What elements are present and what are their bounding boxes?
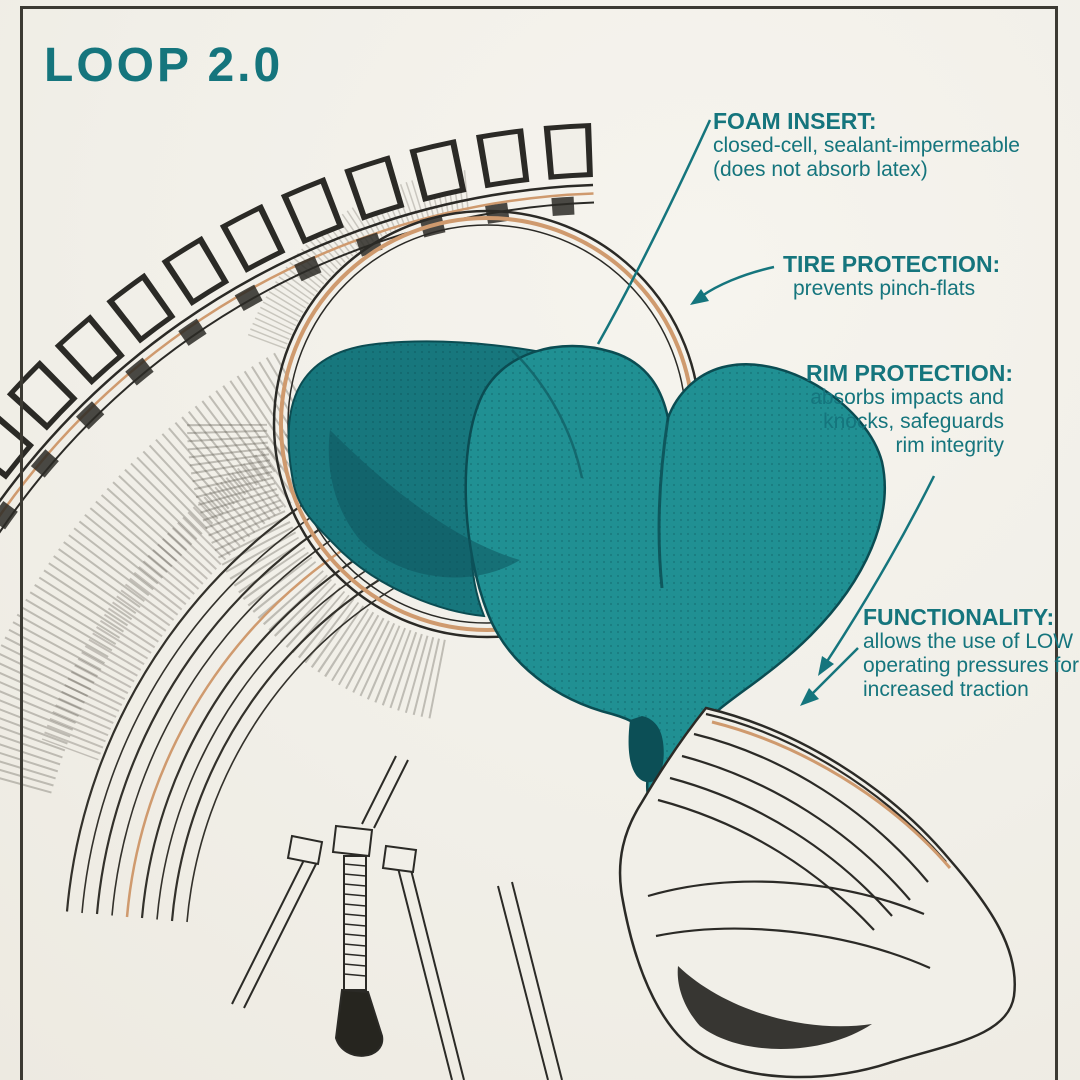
insert-shading xyxy=(328,430,520,578)
annotation-functionality-line: increased traction xyxy=(863,678,1029,701)
annotation-rim-protection: RIM PROTECTION: absorbs impacts and knoc… xyxy=(806,360,1013,458)
annotation-rim-protection-line: knocks, safeguards xyxy=(823,410,1004,433)
rim-protection-leader-line xyxy=(822,475,936,667)
annotation-tire-protection-line: prevents pinch-flats xyxy=(793,277,976,300)
annotation-foam-insert-line: closed-cell, sealant-impermeable xyxy=(713,134,1020,157)
tire-casing-layers xyxy=(65,456,437,923)
insert-bottom-notch xyxy=(628,716,664,783)
annotation-leaders xyxy=(596,119,936,697)
foam-insert-leader-line xyxy=(596,119,712,345)
annotation-functionality-line: allows the use of LOW xyxy=(863,630,1074,653)
page-title: LOOP 2.0 xyxy=(44,39,284,92)
annotation-foam-insert-title: FOAM INSERT: xyxy=(713,108,877,134)
rim-cross-section xyxy=(618,706,1017,1079)
annotation-tire-protection-title: TIRE PROTECTION: xyxy=(783,251,1001,277)
annotation-rim-protection-title: RIM PROTECTION: xyxy=(806,360,1013,386)
functionality-leader-line xyxy=(809,647,859,697)
foam-insert-shape xyxy=(287,340,886,813)
annotation-tire-protection: TIRE PROTECTION: prevents pinch-flats xyxy=(783,251,1000,301)
insert-crease xyxy=(657,417,670,589)
annotation-functionality: FUNCTIONALITY: allows the use of LOW ope… xyxy=(863,604,1079,702)
functionality-arrowhead-icon xyxy=(800,688,819,706)
rim-channel-shadow xyxy=(677,966,872,1050)
annotation-rim-protection-line: rim integrity xyxy=(895,434,1004,457)
tire-protection-arrowhead-icon xyxy=(690,289,709,305)
annotation-foam-insert: FOAM INSERT: closed-cell, sealant-imperm… xyxy=(713,108,1020,182)
annotation-functionality-line: operating pressures for xyxy=(863,654,1079,677)
insert-crease-left xyxy=(511,349,584,479)
spokes xyxy=(231,834,563,1080)
annotation-rim-protection-line: absorbs impacts and xyxy=(810,386,1004,409)
annotation-arrowheads xyxy=(690,289,834,706)
annotation-functionality-title: FUNCTIONALITY: xyxy=(863,604,1055,630)
sidewall-hatching xyxy=(0,170,469,798)
rim-protection-arrowhead-icon xyxy=(818,656,834,676)
threaded-spoke-nipple xyxy=(331,755,409,1057)
annotation-foam-insert-line: (does not absorb latex) xyxy=(713,158,928,181)
tire-protection-leader-line xyxy=(701,265,775,298)
